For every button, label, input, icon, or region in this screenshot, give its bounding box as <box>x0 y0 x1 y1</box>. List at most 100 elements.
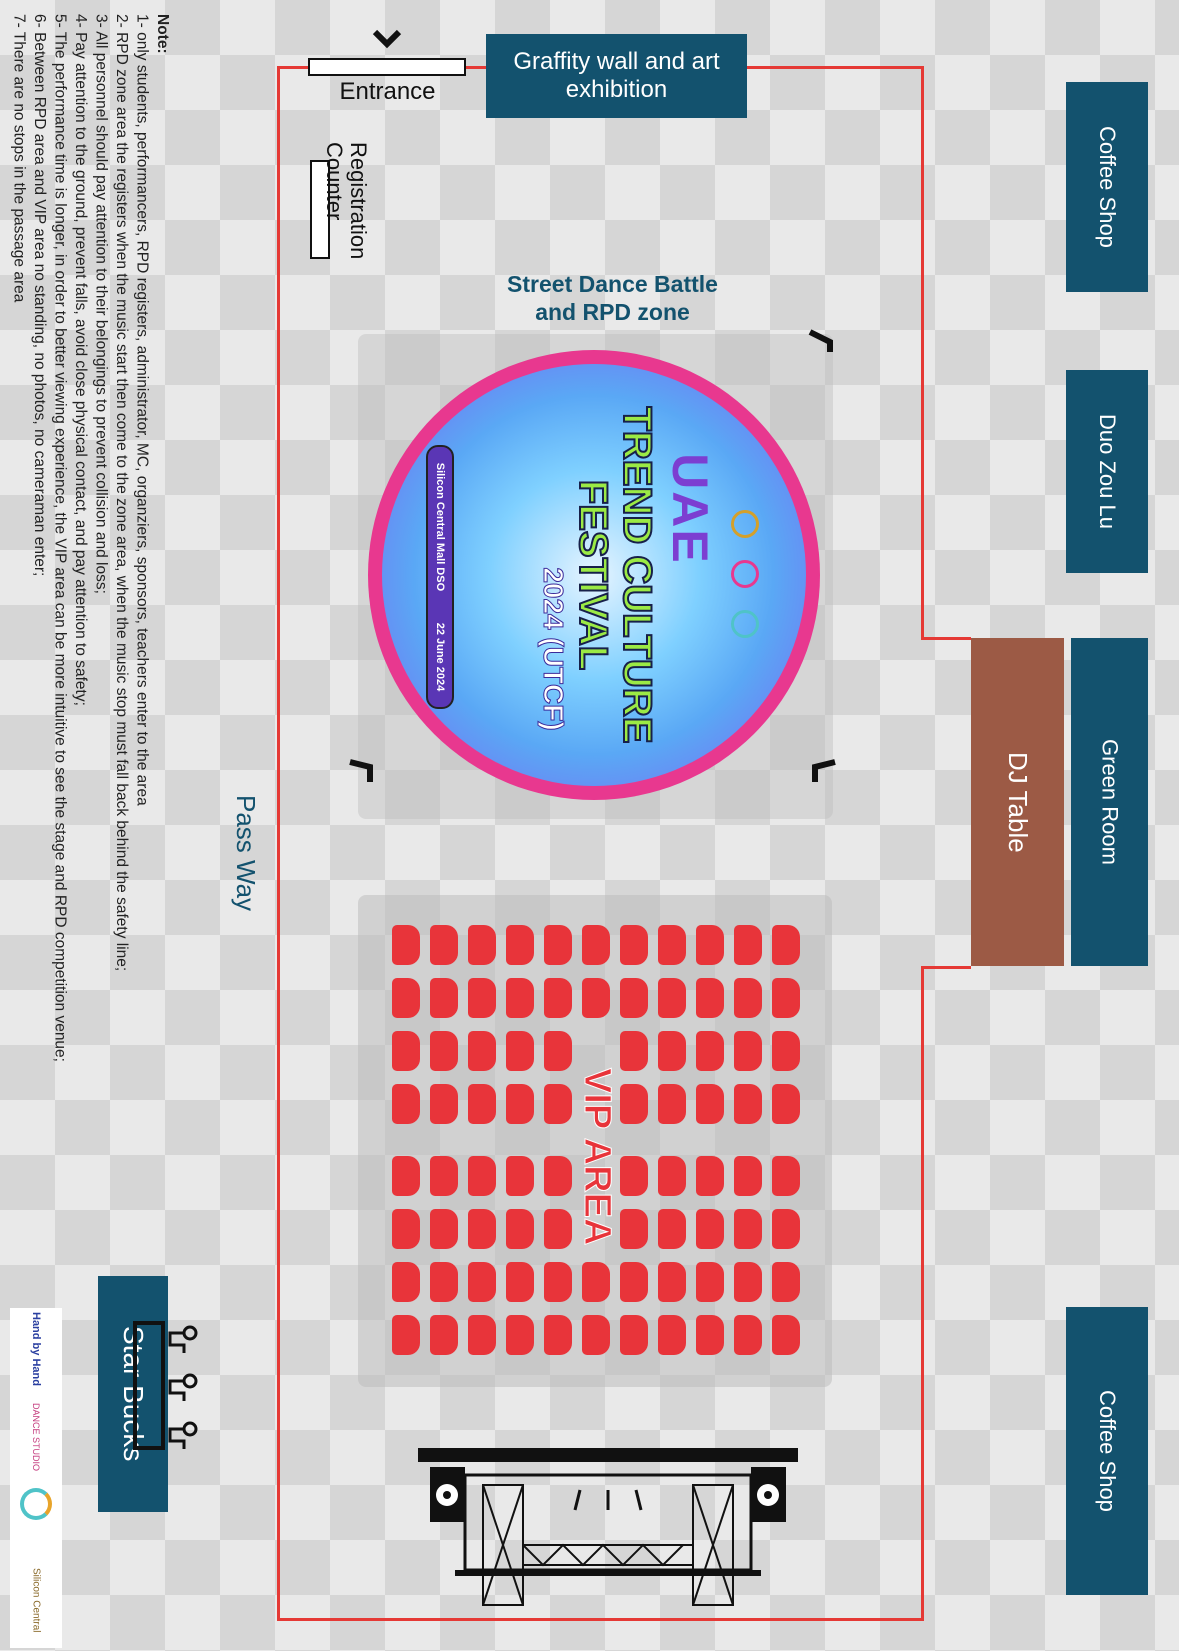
vip-seat <box>506 1084 534 1124</box>
green-room: Green Room <box>1071 638 1148 966</box>
note-item-5: 5- The performance time is longer, in or… <box>51 14 69 1062</box>
vip-seat <box>392 1262 420 1302</box>
vip-seat <box>544 978 572 1018</box>
vip-seat <box>734 925 762 965</box>
vip-seat <box>620 1262 648 1302</box>
vip-seat <box>772 1315 800 1355</box>
vip-seat <box>430 1084 458 1124</box>
registration-counter-label: Registration Counter <box>322 142 371 260</box>
vip-seat <box>772 1031 800 1071</box>
vip-seat <box>696 1315 724 1355</box>
vip-seat <box>658 1156 686 1196</box>
sponsor-strip: Hand by Hand DANCE STUDIO Silicon Centra… <box>10 1308 62 1648</box>
vip-seat <box>772 978 800 1018</box>
vip-seat <box>696 1031 724 1071</box>
vip-seat <box>658 978 686 1018</box>
vip-seat <box>620 1315 648 1355</box>
vip-seat <box>734 1031 762 1071</box>
pass-way-label: Pass Way <box>231 795 261 912</box>
vip-seat <box>506 1156 534 1196</box>
entrance-chevron-icon <box>372 28 402 50</box>
notes: Note: 1- only students, performancers, R… <box>8 14 172 1254</box>
vip-seat <box>582 925 610 965</box>
vip-seat <box>468 1156 496 1196</box>
festival-logo-year: 2024 (UTCF) <box>538 567 570 731</box>
vip-seat <box>734 1262 762 1302</box>
coffee-shop-bottom-label: Coffee Shop <box>1095 1390 1120 1512</box>
note-item-6: 6- Between RPD area and VIP area no stan… <box>31 14 48 577</box>
vip-seat <box>734 1315 762 1355</box>
vip-seat <box>772 1084 800 1124</box>
vip-seat <box>620 1209 648 1249</box>
coffee-shop-bottom: Coffee Shop <box>1066 1307 1148 1595</box>
vip-seat <box>506 1315 534 1355</box>
vip-seat <box>506 925 534 965</box>
vip-seat <box>544 1084 572 1124</box>
sponsor-dance-studio-logo: DANCE STUDIO <box>31 1402 41 1471</box>
vip-seat <box>658 1084 686 1124</box>
coffee-shop-top: Coffee Shop <box>1066 82 1148 292</box>
sponsor-hand-by-hand-logo: Hand by Hand <box>30 1312 42 1386</box>
festival-logo-content: UAE TREND CULTURE FESTIVAL 2024 (UTCF) S… <box>369 350 819 800</box>
note-item-7: 7- There are no stops in the passage are… <box>10 14 28 303</box>
festival-logo-sponsor-marks <box>729 499 759 649</box>
vip-area-label: VIP AREA <box>576 1067 619 1246</box>
vip-seat <box>620 1031 648 1071</box>
vip-seat <box>696 1156 724 1196</box>
vip-seat <box>772 1156 800 1196</box>
vip-seat <box>430 1209 458 1249</box>
vip-seat <box>772 925 800 965</box>
street-dance-label: Street Dance Battle and RPD zone <box>507 271 718 325</box>
vip-seat <box>392 978 420 1018</box>
vip-seat <box>506 978 534 1018</box>
vip-seat <box>506 1209 534 1249</box>
venue-boundary-right-bottom <box>921 966 924 1621</box>
venue-boundary-step-top <box>921 637 971 640</box>
venue-boundary-left <box>277 66 280 1621</box>
venue-boundary-step-bottom <box>921 966 971 969</box>
vip-seat <box>392 1031 420 1071</box>
dj-table-label: DJ Table <box>1003 751 1033 853</box>
vip-seat <box>658 925 686 965</box>
note-item-2: 2- RPD zone area the registers when the … <box>113 14 130 972</box>
green-room-label: Green Room <box>1097 739 1123 865</box>
vip-seat <box>544 1031 572 1071</box>
vip-seat <box>734 978 762 1018</box>
vip-seat <box>468 1031 496 1071</box>
note-item-4: 4- Pay attention to the ground, prevent … <box>72 14 89 706</box>
vip-seat <box>544 1209 572 1249</box>
vip-seat <box>506 1031 534 1071</box>
vip-seat <box>392 1084 420 1124</box>
festival-logo: UAE TREND CULTURE FESTIVAL 2024 (UTCF) S… <box>368 350 820 800</box>
vip-seat <box>430 1156 458 1196</box>
vip-seat <box>392 1315 420 1355</box>
vip-seat <box>696 978 724 1018</box>
coffee-shop-top-label: Coffee Shop <box>1095 126 1120 248</box>
sponsor-swirl-logo <box>20 1488 52 1520</box>
festival-logo-info-pill: Silicon Central Mall DSO 22 June 2024 <box>426 445 454 709</box>
duo-zou-lu-label: Duo Zou Lu <box>1095 414 1120 529</box>
vip-seat <box>696 925 724 965</box>
vip-seat <box>772 1209 800 1249</box>
vip-seat <box>544 1156 572 1196</box>
vip-seat <box>658 1262 686 1302</box>
sponsor-silicon-central-logo: Silicon Central <box>30 1568 42 1633</box>
vip-seat <box>468 1084 496 1124</box>
vip-seat <box>544 925 572 965</box>
vip-seat <box>430 1262 458 1302</box>
vip-seat <box>544 1262 572 1302</box>
notes-title: Note: <box>154 14 171 54</box>
vip-seat <box>430 1031 458 1071</box>
vip-seat <box>734 1156 762 1196</box>
dj-table: DJ Table <box>971 638 1064 966</box>
main-stage <box>418 1448 798 1606</box>
note-item-1: 1- only students, performancers, RPD reg… <box>133 14 151 806</box>
venue-boundary-right-top <box>921 66 924 639</box>
vip-seat <box>582 1315 610 1355</box>
vip-seat <box>734 1209 762 1249</box>
entrance-door <box>308 58 466 76</box>
entrance-label: Entrance <box>339 78 436 105</box>
vip-seat <box>734 1084 762 1124</box>
vip-seat <box>658 1209 686 1249</box>
vip-seat <box>430 978 458 1018</box>
